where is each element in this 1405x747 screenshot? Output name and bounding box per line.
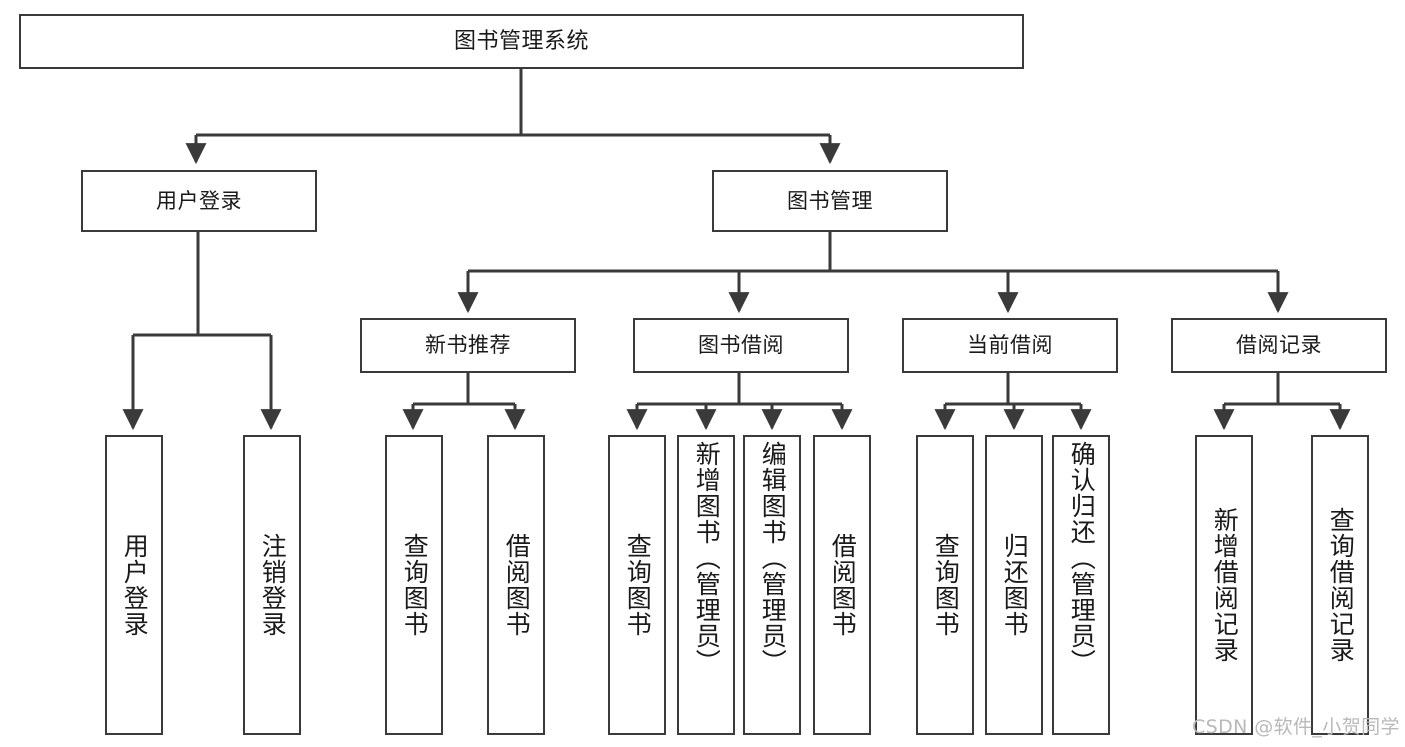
node-leaf-confirm-return[interactable]: 确认归还（管理员） [1052,435,1110,735]
node-label: 查询图书 [623,533,653,637]
node-label: 编辑图书（管理员） [758,441,788,675]
node-user-login[interactable]: 用户登录 [81,170,317,232]
node-label: 查询借阅记录 [1326,507,1356,663]
node-label: 新增图书（管理员） [692,441,722,675]
node-label: 归还图书 [1000,533,1030,637]
node-root-book-management-system[interactable]: 图书管理系统 [19,14,1024,69]
node-leaf-query-book-2[interactable]: 查询图书 [608,435,666,735]
node-label: 图书管理 [787,188,873,213]
node-leaf-query-book-3[interactable]: 查询图书 [916,435,974,735]
node-label: 图书借阅 [698,333,784,358]
node-leaf-user-login[interactable]: 用户登录 [105,435,163,735]
node-book-management[interactable]: 图书管理 [712,170,948,232]
node-leaf-add-book[interactable]: 新增图书（管理员） [677,435,735,735]
node-leaf-query-book-1[interactable]: 查询图书 [385,435,443,735]
node-leaf-query-record[interactable]: 查询借阅记录 [1311,435,1369,735]
node-label: 注销登录 [258,533,288,637]
node-leaf-edit-book[interactable]: 编辑图书（管理员） [743,435,801,735]
node-borrow-record[interactable]: 借阅记录 [1171,318,1387,373]
csdn-watermark: CSDN @软件_小贺同学 [1192,716,1400,738]
node-label: 用户登录 [156,188,242,213]
node-new-book-recommend[interactable]: 新书推荐 [360,318,576,373]
node-label: 新书推荐 [425,333,511,358]
node-label: 当前借阅 [967,333,1053,358]
node-book-borrow[interactable]: 图书借阅 [633,318,849,373]
node-label: 用户登录 [120,533,150,637]
node-label: 确认归还（管理员） [1067,441,1097,675]
node-label: 查询图书 [400,533,430,637]
node-label: 借阅图书 [502,533,532,637]
node-leaf-return-book[interactable]: 归还图书 [985,435,1043,735]
node-leaf-add-record[interactable]: 新增借阅记录 [1195,435,1253,735]
node-current-borrow[interactable]: 当前借阅 [902,318,1118,373]
node-leaf-user-logout[interactable]: 注销登录 [243,435,301,735]
node-label: 图书管理系统 [453,28,589,54]
node-label: 新增借阅记录 [1210,507,1240,663]
node-label: 借阅图书 [828,533,858,637]
node-leaf-borrow-book-2[interactable]: 借阅图书 [813,435,871,735]
node-leaf-borrow-book-1[interactable]: 借阅图书 [487,435,545,735]
node-label: 借阅记录 [1236,333,1322,358]
node-label: 查询图书 [931,533,961,637]
